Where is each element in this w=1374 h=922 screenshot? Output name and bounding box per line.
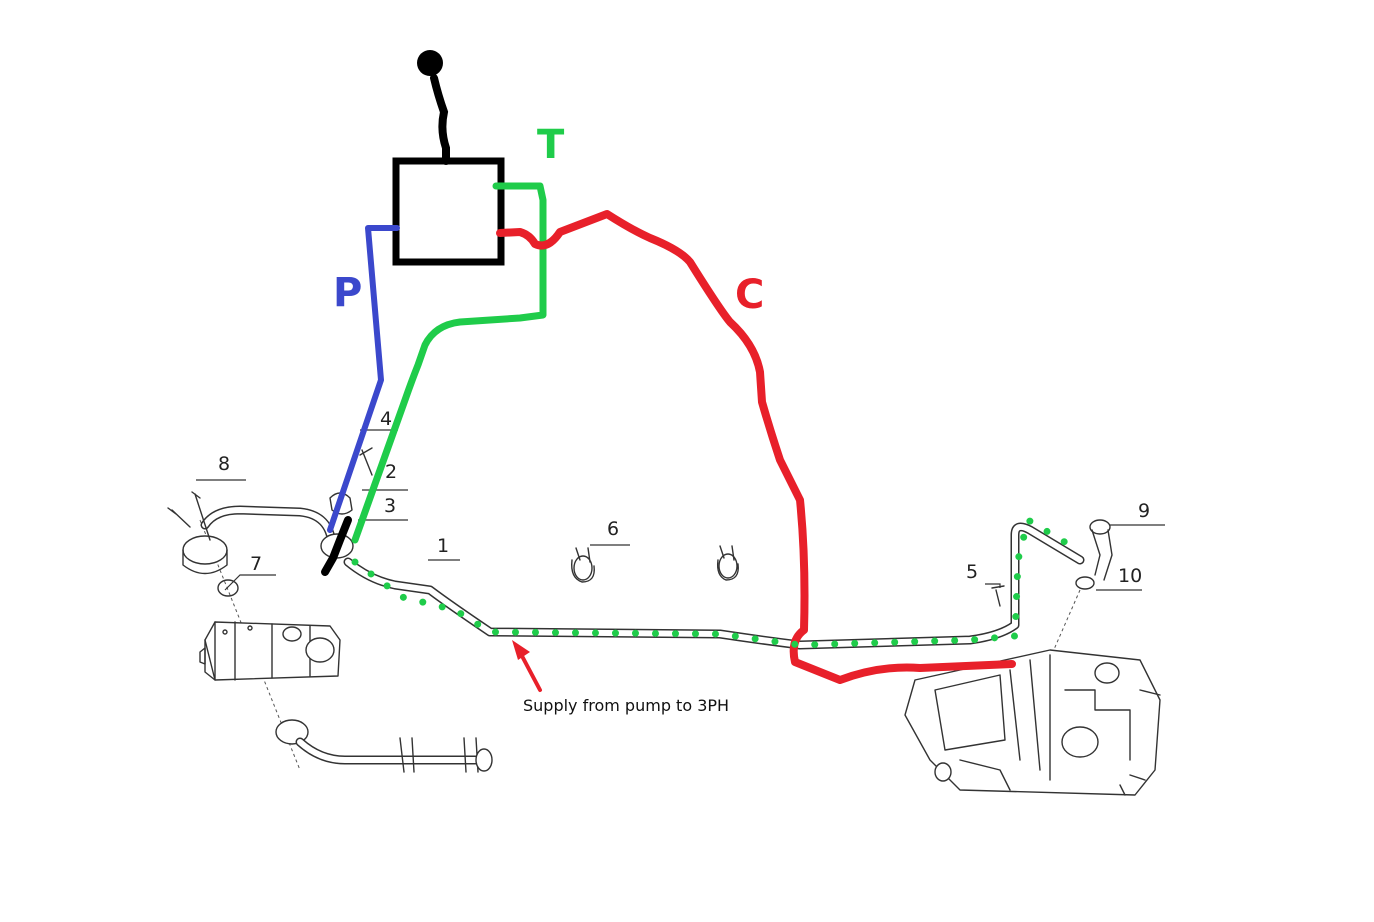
lift-housing <box>904 649 1161 796</box>
valve-lever <box>430 74 450 165</box>
elbow-fitting <box>1044 519 1113 671</box>
supply-pipe <box>343 522 1085 650</box>
bolt-5 <box>991 585 1005 607</box>
port-label-p: P <box>333 270 362 316</box>
o-ring <box>217 579 239 597</box>
left-pump-assembly <box>167 447 493 773</box>
part-number-10: 10 <box>1118 565 1142 587</box>
part-number-7: 7 <box>250 553 262 575</box>
outlet-marker <box>321 516 352 576</box>
supply-caption: Supply from pump to 3PH <box>523 696 729 715</box>
gear-pump <box>199 621 341 681</box>
part-number-8: 8 <box>218 453 230 475</box>
filter-cap <box>182 535 228 565</box>
hose-clamp-1 <box>571 547 595 583</box>
part-number-2: 2 <box>385 461 397 483</box>
part-number-1: 1 <box>437 535 449 557</box>
part-number-3: 3 <box>384 495 396 517</box>
bolt-upper <box>167 491 211 541</box>
cylinder-line <box>496 210 1016 684</box>
hose-clamp-2 <box>716 545 739 581</box>
port-label-t: T <box>537 122 565 168</box>
callouts: 8 7 4 2 3 1 6 5 9 10 <box>196 408 1165 591</box>
lever-knob <box>417 50 443 76</box>
part-number-6: 6 <box>607 518 619 540</box>
part-number-4: 4 <box>380 408 392 430</box>
tank-line <box>351 182 547 544</box>
part-number-5: 5 <box>966 561 978 583</box>
part-number-9: 9 <box>1138 500 1150 522</box>
control-valve <box>392 50 505 266</box>
supply-arrow <box>512 640 542 692</box>
pressure-line <box>327 225 400 533</box>
port-label-c: C <box>735 272 764 318</box>
valve-box <box>392 157 505 266</box>
